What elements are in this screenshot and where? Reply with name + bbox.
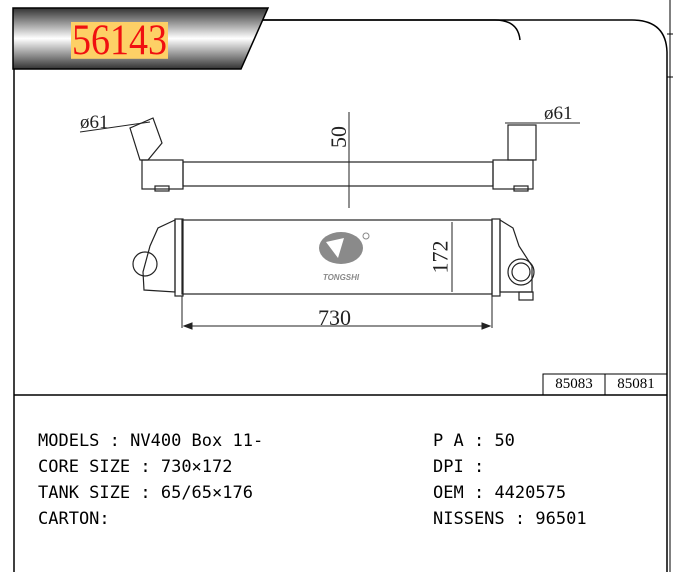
ref-number: 85081 (617, 376, 655, 392)
brand-logo: TONGSHI (319, 232, 370, 282)
dim-inlet-right: ø61 (544, 103, 573, 124)
dim-thickness: 50 (326, 126, 351, 148)
spec-carton: CARTON: (38, 509, 110, 529)
spec-dpi: DPI : (433, 457, 495, 477)
spec-oem: OEM : 4420575 (433, 483, 567, 503)
spec-core-size: CORE SIZE : 730×172 (38, 457, 233, 477)
dim-height: 172 (427, 240, 453, 274)
spec-pa: P A : 50 (433, 431, 515, 451)
spec-models: MODELS : NV400 Box 11- (38, 431, 264, 451)
svg-text:TONGSHI: TONGSHI (323, 273, 360, 282)
ref-number: 85083 (555, 376, 593, 392)
spec-nissens: NISSENS : 96501 (433, 509, 587, 529)
dim-inlet-left: ø61 (80, 112, 109, 133)
part-number: 56143 (71, 16, 168, 65)
spec-tank-size: TANK SIZE : 65/65×176 (38, 483, 253, 503)
dim-width: 730 (318, 305, 351, 330)
dimension-lines (79, 112, 580, 330)
intercooler-top-view (129, 117, 537, 192)
intercooler-front-view (132, 218, 535, 301)
